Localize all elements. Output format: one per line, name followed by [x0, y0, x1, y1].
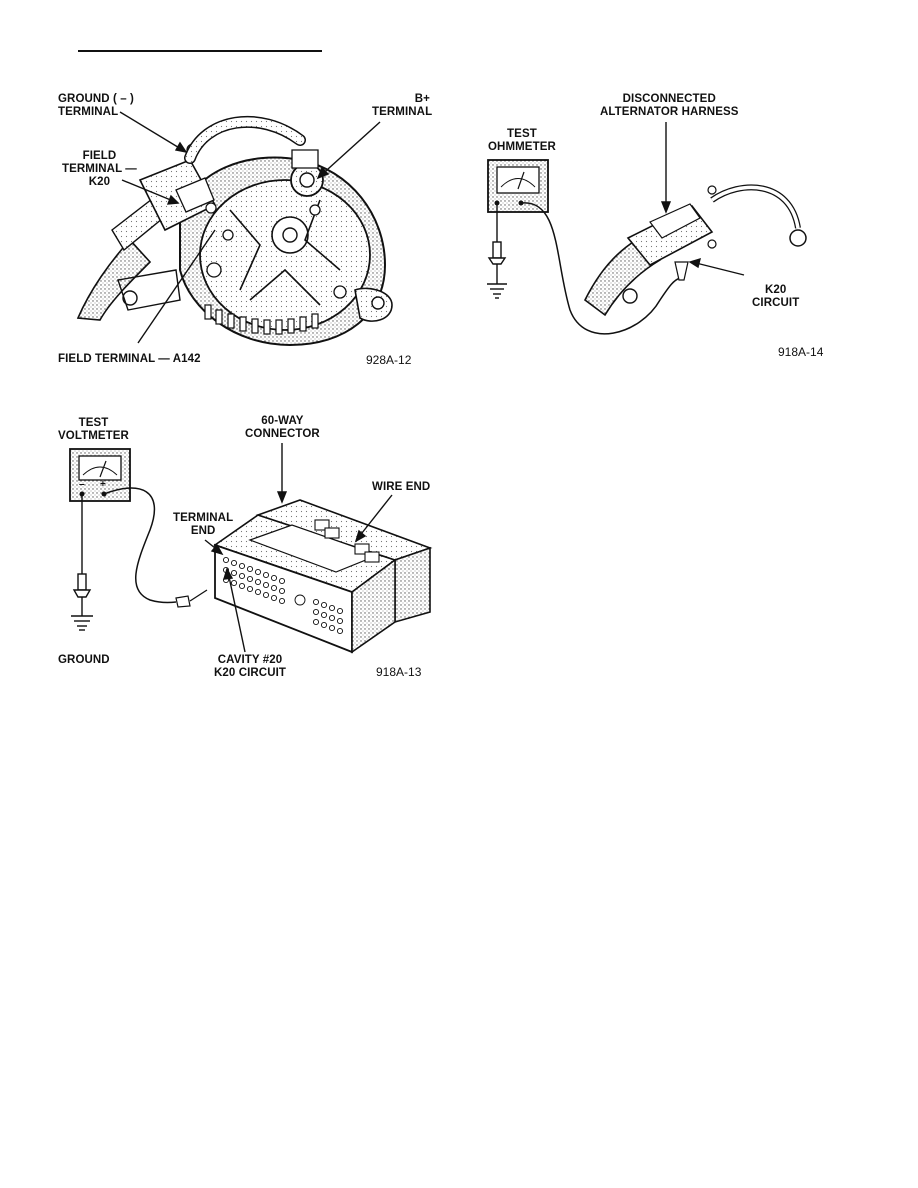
field-terminal-a142-label: FIELD TERMINAL — A142 [58, 353, 201, 365]
ground-label: GROUND [58, 654, 110, 666]
alternator-body [117, 156, 393, 347]
figure1-code: 928A-12 [366, 353, 412, 367]
b-plus-cable [184, 115, 324, 197]
alternator-harness-connector [583, 184, 807, 317]
ohmmeter-icon [487, 159, 549, 213]
voltmeter-plus-sign: + [100, 479, 106, 490]
field-connector [138, 143, 217, 232]
figure3-code: 918A-13 [376, 665, 422, 679]
sixty-way-connector [213, 499, 433, 654]
cavity-label: CAVITY #20 K20 CIRCUIT [214, 654, 287, 679]
voltmeter-minus-sign: – [79, 479, 85, 490]
figure2-code: 918A-14 [778, 345, 824, 359]
voltmeter-icon [69, 448, 131, 502]
header-rule [78, 50, 322, 52]
voltmeter-ground-probe [71, 496, 93, 631]
field-terminal-k20-label: FIELD TERMINAL — K20 [62, 150, 137, 188]
test-voltmeter-label: TEST VOLTMETER [58, 417, 129, 442]
voltmeter-test-lead [103, 487, 208, 608]
terminal-end-label: TERMINAL END [173, 512, 234, 537]
b-plus-terminal-label: B+ TERMINAL [372, 93, 433, 118]
ohmmeter-test-lead [521, 202, 681, 335]
ohmmeter-ground-probe [487, 205, 507, 299]
k20-circuit-label: K20 CIRCUIT [752, 284, 800, 309]
ground-terminal-label: GROUND ( – ) TERMINAL [58, 93, 134, 118]
figure1-leaders [119, 111, 381, 344]
disconnected-harness-label: DISCONNECTED ALTERNATOR HARNESS [600, 93, 739, 118]
figure2-leaders [660, 122, 745, 276]
wire-end-label: WIRE END [372, 481, 431, 493]
test-ohmmeter-label: TEST OHMMETER [488, 128, 556, 153]
figure3-leaders [204, 443, 393, 653]
sixty-way-connector-label: 60-WAY CONNECTOR [245, 415, 320, 440]
